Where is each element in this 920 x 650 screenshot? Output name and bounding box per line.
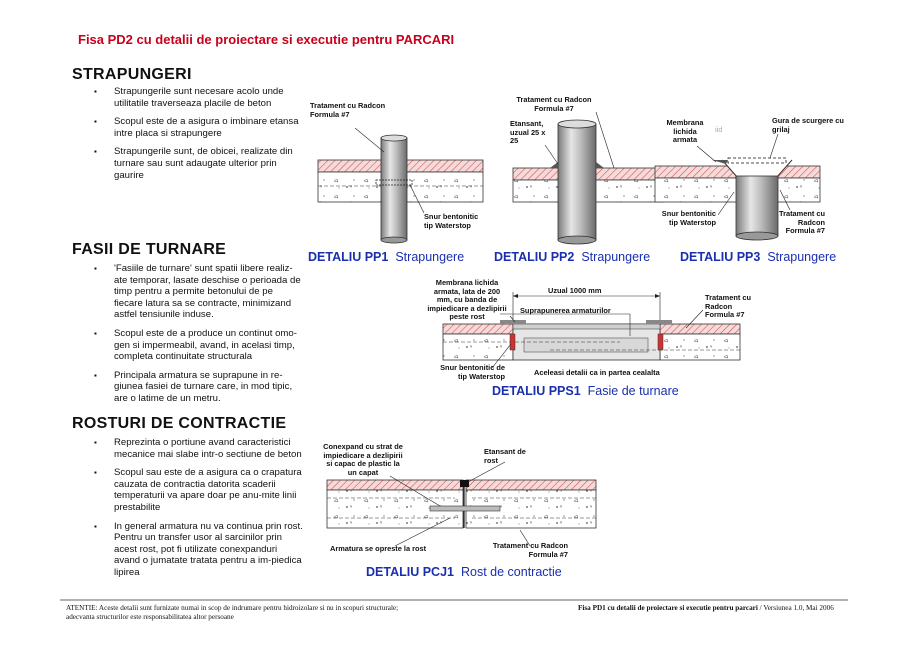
pps1-label-overlap: Suprapunerea armaturilor bbox=[520, 306, 611, 315]
footer-version: Fisa PD1 cu detalii de proiectare si exe… bbox=[578, 604, 834, 613]
list-item: Strapungerile sunt, de obicei, realizate… bbox=[94, 146, 300, 181]
pp3-code: DETALIU PP3 bbox=[680, 250, 761, 264]
list-item: Reprezinta o portiune avand caracteristi… bbox=[94, 437, 304, 460]
pp2-name: Strapungere bbox=[581, 250, 651, 264]
footer-version-text: / Versiunea 1.0, Mai 2006 bbox=[757, 604, 834, 612]
pcj1-label-sealant: Etansant de rost bbox=[484, 447, 526, 465]
heading-strapungeri: STRAPUNGERI bbox=[72, 66, 192, 83]
heading-rosturi: ROSTURI DE CONTRACTIE bbox=[72, 415, 287, 432]
pp2-code: DETALIU PP2 bbox=[494, 250, 575, 264]
pp2-label-radcon: Tratament cu Radcon Formula #7 bbox=[516, 95, 592, 113]
list-item: In general armatura nu va continua prin … bbox=[94, 521, 304, 579]
footer-disclaimer-line2: adecvanta structurilor este responsabili… bbox=[66, 613, 234, 621]
list-item: Scopul este de a produce un continut omo… bbox=[94, 328, 304, 363]
pp1-name: Strapungere bbox=[395, 250, 465, 264]
pps1-name: Fasie de turnare bbox=[587, 384, 679, 398]
pp3-label-membrane: Membrana lichida armata bbox=[666, 118, 704, 145]
diagram-pp1 bbox=[317, 127, 484, 244]
pp1-code: DETALIU PP1 bbox=[308, 250, 389, 264]
pcj1-caption: DETALIU PCJ1 Rost de contractie bbox=[366, 565, 562, 579]
footer-disclaimer: ATENTIE: Aceste detalii sunt furnizate n… bbox=[66, 604, 466, 622]
footer-doc-name: Fisa PD1 cu detalii de proiectare si exe… bbox=[578, 604, 758, 612]
pps1-code: DETALIU PPS1 bbox=[492, 384, 581, 398]
document-title: Fisa PD2 cu detalii de proiectare si exe… bbox=[78, 32, 455, 47]
pp2-label-sealant: Etansant, uzual 25 x 25 bbox=[510, 119, 546, 146]
pcj1-label-rebar: Armatura se opreste la rost bbox=[330, 544, 427, 553]
pps1-label-same: Aceleasi detalii ca in partea cealalta bbox=[534, 368, 660, 377]
list-item: Strapungerile sunt necesare acolo unde u… bbox=[94, 86, 300, 109]
pp3-label-drain: Gura de scurgere cu grilaj bbox=[772, 116, 844, 134]
list-item: 'Fasiile de turnare' sunt spatii libere … bbox=[94, 263, 304, 321]
pp3-label-faint: iid bbox=[715, 125, 723, 134]
heading-fasii: FASII DE TURNARE bbox=[72, 241, 227, 258]
pp3-label-waterstop: Snur bentonitic tip Waterstop bbox=[661, 209, 716, 227]
pcj1-label-radcon: Tratament cu Radcon Formula #7 bbox=[492, 541, 568, 559]
pp2-caption: DETALIU PP2 Strapungere bbox=[494, 250, 650, 264]
pps1-label-waterstop: Snur bentonitic de tip Waterstop bbox=[440, 363, 505, 381]
pp3-label-radcon: Tratament cu Radcon Formula #7 bbox=[779, 209, 825, 236]
list-item: Principala armatura se suprapune in re-g… bbox=[94, 370, 304, 405]
pps1-label-membrane: Membrana lichida armata, lata de 200 mm,… bbox=[427, 278, 507, 322]
pps1-caption: DETALIU PPS1 Fasie de turnare bbox=[492, 384, 679, 398]
diagram-pp2 bbox=[512, 111, 664, 245]
list-strapungeri: Strapungerile sunt necesare acolo unde u… bbox=[94, 86, 300, 188]
list-item: Scopul sau este de a asigura ca o crapat… bbox=[94, 467, 304, 513]
pcj1-name: Rost de contractie bbox=[460, 565, 562, 579]
pcj1-code: DETALIU PCJ1 bbox=[366, 565, 454, 579]
pp1-label-waterstop: Snur bentonitic tip Waterstop bbox=[424, 212, 479, 230]
pcj1-label-conexpand: Conexpand cu strat de impiedicare a dezl… bbox=[323, 442, 403, 477]
pp1-label-radcon: Tratament cu Radcon Formula #7 bbox=[310, 101, 386, 119]
diagram-pcj1 bbox=[326, 461, 597, 547]
pps1-label-radcon: Tratament cu Radcon Formula #7 bbox=[705, 293, 751, 320]
list-fasii: 'Fasiile de turnare' sunt spatii libere … bbox=[94, 263, 304, 412]
pp3-caption: DETALIU PP3 Strapungere bbox=[680, 250, 836, 264]
pp3-name: Strapungere bbox=[767, 250, 837, 264]
list-item: Scopul este de a asigura o imbinare etan… bbox=[94, 116, 300, 139]
diagram-pps1 bbox=[442, 292, 741, 369]
diagram-pp3 bbox=[654, 133, 821, 241]
list-rosturi: Reprezinta o portiune avand caracteristi… bbox=[94, 437, 304, 586]
footer-disclaimer-line1: ATENTIE: Aceste detalii sunt furnizate n… bbox=[66, 604, 399, 612]
pps1-label-width: Uzual 1000 mm bbox=[548, 286, 602, 295]
pp1-caption: DETALIU PP1 Strapungere bbox=[308, 250, 464, 264]
